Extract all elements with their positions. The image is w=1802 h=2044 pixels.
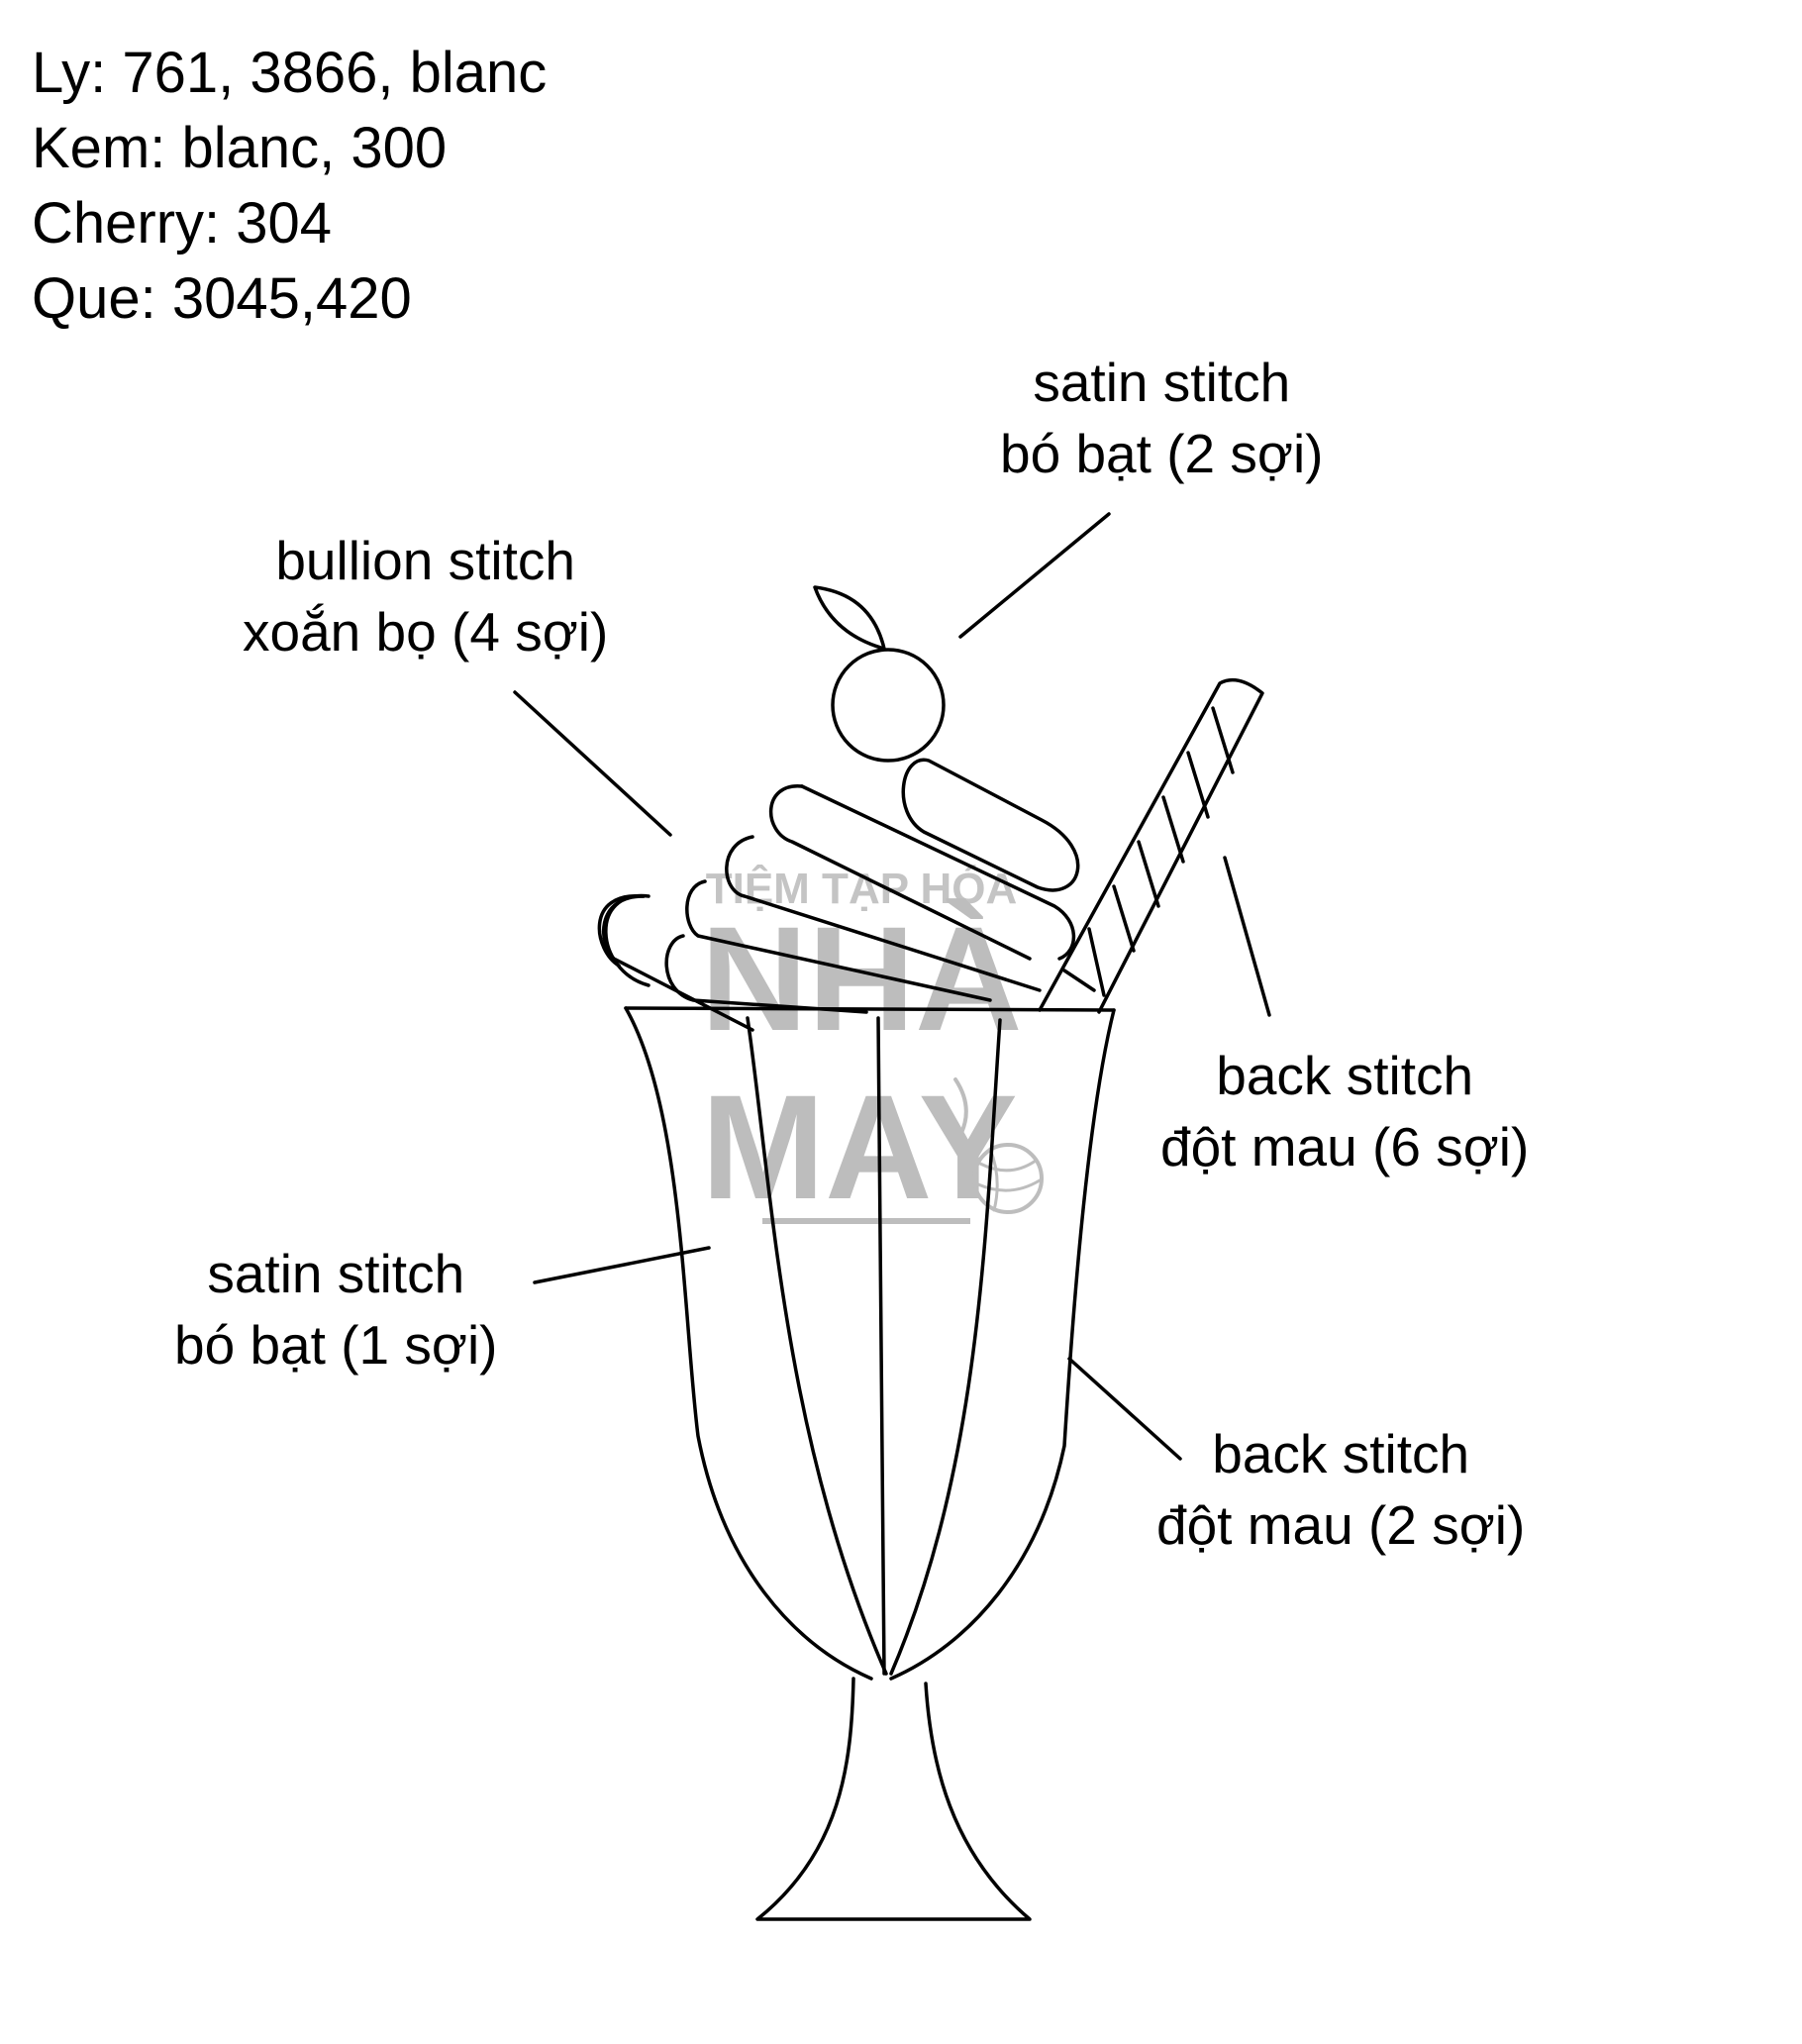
label-glass-outline: back stitch đột mau (2 sợi) — [1156, 1423, 1526, 1556]
glass-stem — [755, 1677, 1032, 1921]
cream-front — [604, 893, 651, 987]
leader-glass-outline — [1067, 1357, 1182, 1461]
label-cream: bullion stitch xoắn bọ (4 sợi) — [243, 530, 609, 663]
glass-rib-2 — [876, 1016, 886, 1676]
cherry — [831, 648, 946, 763]
legend-que: Que: 3045,420 — [32, 266, 412, 331]
cream-swirl-1 — [901, 758, 1080, 892]
label-straw: back stitch đột mau (6 sợi) — [1160, 1045, 1530, 1177]
cream-swirl-3 — [725, 835, 1042, 992]
label-cherry-leaf: satin stitch bó bạt (2 sợi) — [1000, 352, 1324, 484]
glass — [624, 1006, 1116, 1921]
label-glass-fill: satin stitch bó bạt (1 sợi) — [174, 1243, 498, 1376]
legend-kem: Kem: blanc, 300 — [32, 116, 448, 180]
watermark-mid: NHÀ — [701, 895, 1023, 1062]
leader-glass-fill — [533, 1246, 711, 1284]
cream-swirl-2 — [769, 784, 1032, 961]
watermark: TIỆM TẠP HÓA NHÀ MAY — [701, 864, 1044, 1230]
thread-color-legend: Ly: 761, 3866, blanc Kem: blanc, 300 Che… — [32, 36, 547, 337]
legend-cherry: Cherry: 304 — [32, 191, 333, 256]
leader-cream — [513, 690, 672, 837]
cherry-leaf — [813, 585, 886, 651]
yarn-ball-icon — [972, 1143, 1044, 1214]
cream-swirl-4 — [685, 879, 992, 1002]
glass-left — [624, 1006, 873, 1681]
legend-ly: Ly: 761, 3866, blanc — [32, 41, 548, 105]
watermark-bottom: MAY — [701, 1064, 1018, 1230]
leader-straw — [1223, 856, 1271, 1017]
glass-rib-1 — [746, 1016, 888, 1676]
leader-cherry-leaf — [958, 512, 1111, 639]
glass-right — [889, 1008, 1116, 1681]
glass-rim — [624, 1006, 1116, 1012]
glass-rib-3 — [889, 1018, 1002, 1676]
watermark-top: TIỆM TẠP HÓA — [706, 864, 1018, 913]
straw — [1038, 677, 1264, 1014]
cream-swirl-2b — [800, 784, 1076, 961]
